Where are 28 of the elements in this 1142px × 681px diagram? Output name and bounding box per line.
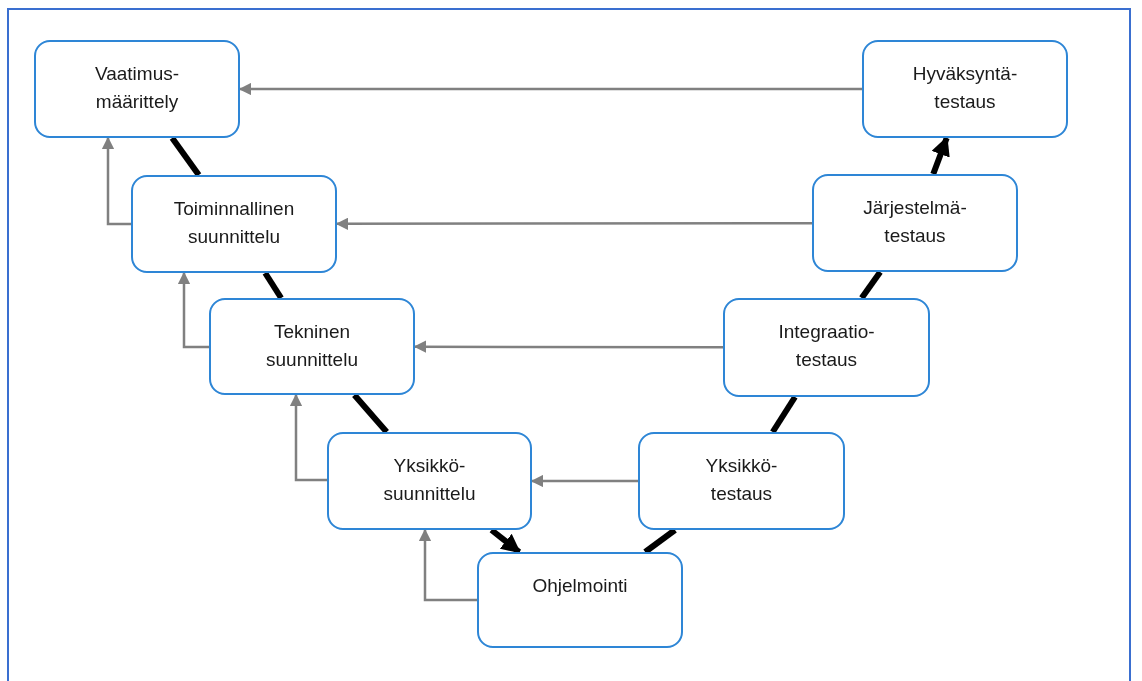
process-box: [477, 552, 683, 648]
process-box: [34, 40, 240, 138]
box-label: Toiminnallinen suunnittelu: [173, 197, 295, 249]
box-label: Integraatio- testaus: [778, 320, 875, 372]
arrow: [335, 217, 812, 231]
box-label: Vaatimus- määrittely: [94, 62, 180, 114]
process-box: [812, 174, 1018, 272]
arrow: [289, 393, 327, 482]
arrow: [413, 340, 723, 353]
arrow: [238, 82, 862, 96]
box-label: Tekninen suunnittelu: [266, 320, 358, 372]
process-box: [723, 298, 930, 397]
arrow: [101, 136, 131, 226]
arrow: [418, 528, 477, 602]
process-box: [209, 298, 415, 395]
process-box: [327, 432, 532, 530]
arrow: [930, 136, 950, 176]
arrow: [489, 527, 522, 555]
box-label: Hyväksyntä- testaus: [912, 62, 1018, 114]
box-label: Ohjelmointi: [532, 574, 628, 598]
process-box: [131, 175, 337, 273]
process-box: [638, 432, 845, 530]
box-label: Järjestelmä- testaus: [863, 196, 967, 248]
arrow: [530, 474, 638, 488]
box-label: Yksikkö- suunnittelu: [383, 454, 476, 506]
box-label: Yksikkö- testaus: [705, 454, 778, 506]
arrow: [177, 271, 209, 349]
process-box: [862, 40, 1068, 138]
